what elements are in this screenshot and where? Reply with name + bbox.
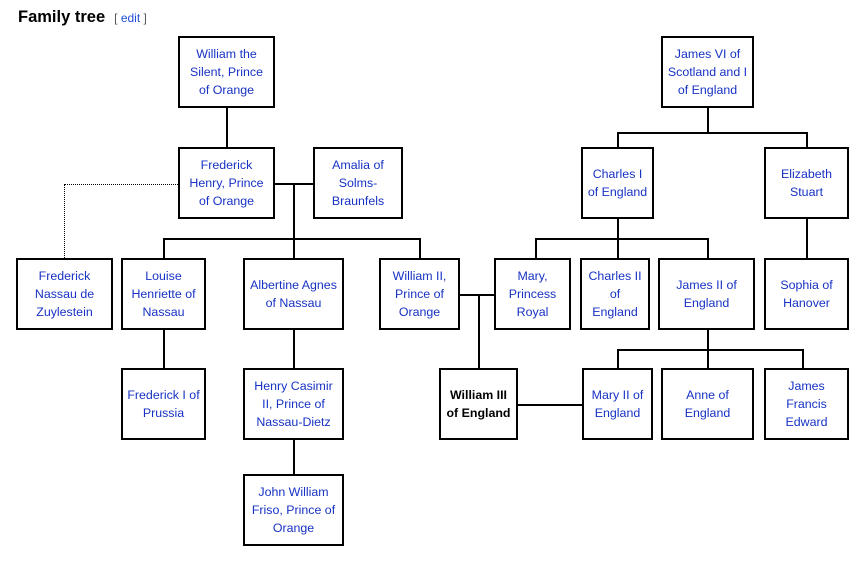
connector-bus-to-elizabeth-stuart xyxy=(806,132,808,147)
node-label: Frederick I of Prussia xyxy=(127,387,200,420)
node-charles-ii-of-england[interactable]: Charles II of England xyxy=(580,258,650,330)
connector-bus-to-james-ii xyxy=(707,238,709,258)
node-john-william-friso[interactable]: John William Friso, Prince of Orange xyxy=(243,474,344,546)
node-label: Charles I of England xyxy=(587,166,648,199)
node-henry-casimir-ii[interactable]: Henry Casimir II, Prince of Nassau-Dietz xyxy=(243,368,344,440)
node-louise-henriette-of-nassau[interactable]: Louise Henriette of Nassau xyxy=(121,258,206,330)
node-anne-of-england[interactable]: Anne of England xyxy=(661,368,754,440)
connector-charles-i-drop xyxy=(617,219,619,238)
connector-henry-casimir-to-john-william-friso xyxy=(293,440,295,474)
connector-bus-to-anne xyxy=(707,349,709,368)
node-label: James Francis Edward xyxy=(785,378,828,430)
connector-dotted-frederick-henry-vertical xyxy=(64,184,65,258)
node-label: William the Silent, Prince of Orange xyxy=(189,46,263,98)
connector-bus-james-vi-children xyxy=(617,132,807,134)
node-sophia-of-hanover[interactable]: Sophia of Hanover xyxy=(764,258,849,330)
node-label: Mary II of England xyxy=(591,387,644,420)
node-label: Frederick Nassau de Zuylestein xyxy=(34,268,95,320)
node-elizabeth-stuart[interactable]: Elizabeth Stuart xyxy=(764,147,849,219)
node-albertine-agnes-of-nassau[interactable]: Albertine Agnes of Nassau xyxy=(243,258,344,330)
connector-bus-to-louise-henriette xyxy=(163,238,165,258)
node-james-ii-of-england[interactable]: James II of England xyxy=(658,258,755,330)
connector-albertine-to-henry-casimir xyxy=(293,330,295,368)
node-william-iii-of-england[interactable]: William III of England xyxy=(439,368,518,440)
node-william-ii-prince-of-orange[interactable]: William II, Prince of Orange xyxy=(379,258,460,330)
connector-james-ii-drop xyxy=(707,330,709,349)
connector-bus-to-mary-ii xyxy=(617,349,619,368)
connector-louise-to-frederick-i-prussia xyxy=(163,330,165,368)
node-label: Albertine Agnes of Nassau xyxy=(250,277,337,310)
connector-marriage-william-ii-mary xyxy=(460,294,494,296)
connector-bus-to-albertine-agnes xyxy=(293,238,295,258)
node-william-the-silent[interactable]: William the Silent, Prince of Orange xyxy=(178,36,275,108)
connector-frederick-henry-amalia-drop xyxy=(293,183,295,238)
node-label: Louise Henriette of Nassau xyxy=(131,268,196,320)
node-james-vi-of-scotland[interactable]: James VI of Scotland and I of England xyxy=(661,36,754,108)
node-label: Amalia of Solms-Braunfels xyxy=(331,157,385,209)
connector-william-silent-to-frederick-henry xyxy=(226,108,228,147)
node-frederick-nassau-de-zuylestein[interactable]: Frederick Nassau de Zuylestein xyxy=(16,258,113,330)
edit-open-bracket: [ xyxy=(114,11,118,25)
node-amalia-of-solms-braunfels[interactable]: Amalia of Solms-Braunfels xyxy=(313,147,403,219)
connector-bus-to-william-ii xyxy=(419,238,421,258)
connector-william-ii-mary-drop xyxy=(478,294,480,368)
connector-dotted-frederick-henry-horizontal xyxy=(64,184,178,185)
node-label: James VI of Scotland and I of England xyxy=(667,46,748,98)
node-label: William II, Prince of Orange xyxy=(392,268,447,320)
node-charles-i-of-england[interactable]: Charles I of England xyxy=(581,147,654,219)
connector-elizabeth-stuart-to-sophia xyxy=(806,219,808,258)
node-label: John William Friso, Prince of Orange xyxy=(251,484,336,536)
node-label: William III of England xyxy=(446,387,511,420)
node-label: Henry Casimir II, Prince of Nassau-Dietz xyxy=(254,378,333,430)
connector-bus-frederick-henry-children xyxy=(163,238,420,240)
node-label: Sophia of Hanover xyxy=(780,277,833,310)
node-label: Charles II of England xyxy=(588,268,642,320)
node-label: Anne of England xyxy=(684,387,731,420)
connector-marriage-william-iii-mary-ii xyxy=(518,404,582,406)
node-frederick-i-of-prussia[interactable]: Frederick I of Prussia xyxy=(121,368,206,440)
edit-section-wrapper: [ edit ] xyxy=(114,11,147,25)
connector-bus-james-ii-children xyxy=(617,349,803,351)
node-frederick-henry[interactable]: Frederick Henry, Prince of Orange xyxy=(178,147,275,219)
connector-bus-charles-i-children xyxy=(535,238,708,240)
connector-bus-to-charles-ii xyxy=(617,238,619,258)
node-james-francis-edward[interactable]: James Francis Edward xyxy=(764,368,849,440)
connector-james-vi-drop xyxy=(707,108,709,132)
node-mary-ii-of-england[interactable]: Mary II of England xyxy=(582,368,653,440)
node-label: Elizabeth Stuart xyxy=(781,166,832,199)
connector-bus-to-mary-princess-royal xyxy=(535,238,537,258)
edit-close-bracket: ] xyxy=(143,11,147,25)
connector-bus-to-charles-i xyxy=(617,132,619,147)
edit-section-link[interactable]: edit xyxy=(120,11,141,25)
page-title: Family tree xyxy=(18,8,106,26)
connector-bus-to-james-francis-edward xyxy=(802,349,804,368)
node-label: James II of England xyxy=(676,277,737,310)
node-mary-princess-royal[interactable]: Mary, Princess Royal xyxy=(494,258,571,330)
node-label: Mary, Princess Royal xyxy=(508,268,557,320)
node-label: Frederick Henry, Prince of Orange xyxy=(189,157,264,209)
section-heading: Family tree [ edit ] xyxy=(18,8,147,27)
